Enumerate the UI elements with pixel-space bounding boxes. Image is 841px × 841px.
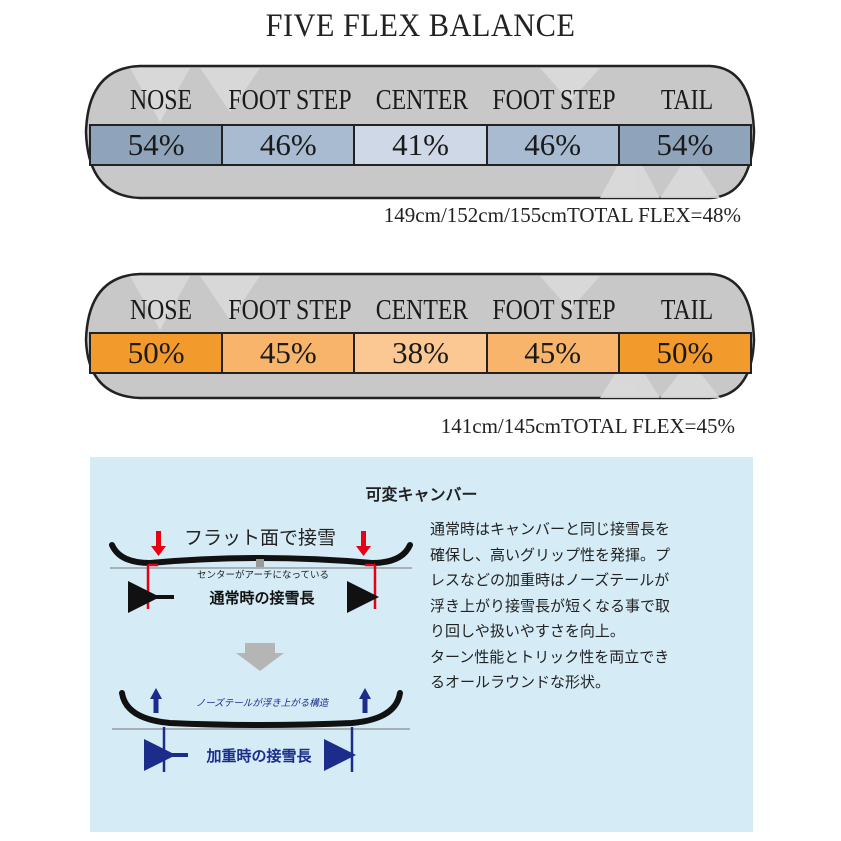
up-arrow-icon (359, 688, 371, 713)
total-flex-value-2: TOTAL FLEX=45% (560, 414, 735, 438)
zone-label-foot-step-rear: FOOT STEP (492, 84, 616, 116)
up-arrow-icon (256, 559, 264, 567)
flex-value-foot-step-front: 46% (223, 126, 356, 164)
flex-value-center: 38% (355, 334, 488, 372)
flex-board-1: NOSE FOOT STEP CENTER FOOT STEP TAIL 54%… (0, 62, 841, 202)
flat-contact-label: フラット面で接雪 (184, 527, 336, 549)
flex-value-tail: 50% (619, 334, 751, 372)
lift-structure-label: ノーズテールが浮き上がる構造 (196, 697, 330, 709)
flex-value-nose: 54% (91, 126, 224, 164)
description-line: 確保し、高いグリップ性を発揮。プ (430, 545, 671, 564)
flex-value-nose: 50% (91, 334, 224, 372)
zone-label-nose: NOSE (129, 294, 193, 326)
description-line: レスなどの加重時はノーズテールが (430, 571, 670, 589)
down-arrow-icon (151, 531, 166, 556)
camber-title: 可変キャンバー (365, 485, 478, 504)
camber-description: 通常時はキャンバーと同じ接雪長を 確保し、高いグリップ性を発揮。プ レスなどの加… (430, 517, 750, 696)
board-sizes-1: 149cm/152cm/155cm (383, 203, 567, 227)
board-sizes-2: 141cm/145cm (440, 414, 561, 438)
description-line: り回しや扱いやすさを向上。 (430, 622, 625, 640)
flex-value-center: 41% (355, 126, 488, 164)
camber-panel: 可変キャンバー フラット面で接雪 センターがアーチになっている 通常時の接雪長 (90, 457, 753, 832)
total-flex-2: 141cm/145cmTOTAL FLEX=45% (441, 414, 735, 439)
description-line: 浮き上がり接雪長が短くなる事で取 (430, 596, 671, 615)
zone-label-foot-step-front: FOOT STEP (228, 84, 352, 116)
loaded-contact-length-label: 加重時の接雪長 (205, 747, 312, 765)
down-arrow-icon (356, 531, 371, 556)
zone-label-foot-step-front: FOOT STEP (228, 294, 352, 326)
flex-value-foot-step-front: 45% (223, 334, 356, 372)
description-line: ターン性能とトリック性を両立でき (430, 647, 670, 666)
flex-value-foot-step-rear: 46% (487, 126, 620, 164)
center-arch-label: センターがアーチになっている (197, 569, 329, 581)
flex-value-tail: 54% (619, 126, 751, 164)
total-flex-1: 149cm/152cm/155cmTOTAL FLEX=48% (384, 203, 741, 228)
normal-contact-length-label: 通常時の接雪長 (209, 589, 315, 607)
flex-values-row-1: 54% 46% 41% 46% 54% (89, 124, 752, 166)
description-line: 通常時はキャンバーと同じ接雪長を (430, 520, 671, 538)
zone-label-nose: NOSE (129, 84, 193, 116)
up-arrow-icon (150, 688, 162, 713)
transition-down-arrow-icon (236, 643, 284, 671)
zone-label-foot-step-rear: FOOT STEP (492, 294, 616, 326)
flex-value-foot-step-rear: 45% (487, 334, 620, 372)
zone-label-center: CENTER (375, 294, 469, 326)
zone-label-tail: TAIL (660, 294, 714, 326)
total-flex-value-1: TOTAL FLEX=48% (566, 203, 741, 227)
camber-diagram: フラット面で接雪 センターがアーチになっている 通常時の接雪長 (109, 527, 413, 772)
page-title: FIVE FLEX BALANCE (265, 8, 576, 44)
flex-board-2: NOSE FOOT STEP CENTER FOOT STEP TAIL 50%… (0, 270, 841, 410)
zone-label-tail: TAIL (660, 84, 714, 116)
flex-values-row-2: 50% 45% 38% 45% 50% (89, 332, 752, 374)
description-line: るオールラウンドな形状。 (430, 673, 611, 691)
zone-label-center: CENTER (375, 84, 469, 116)
